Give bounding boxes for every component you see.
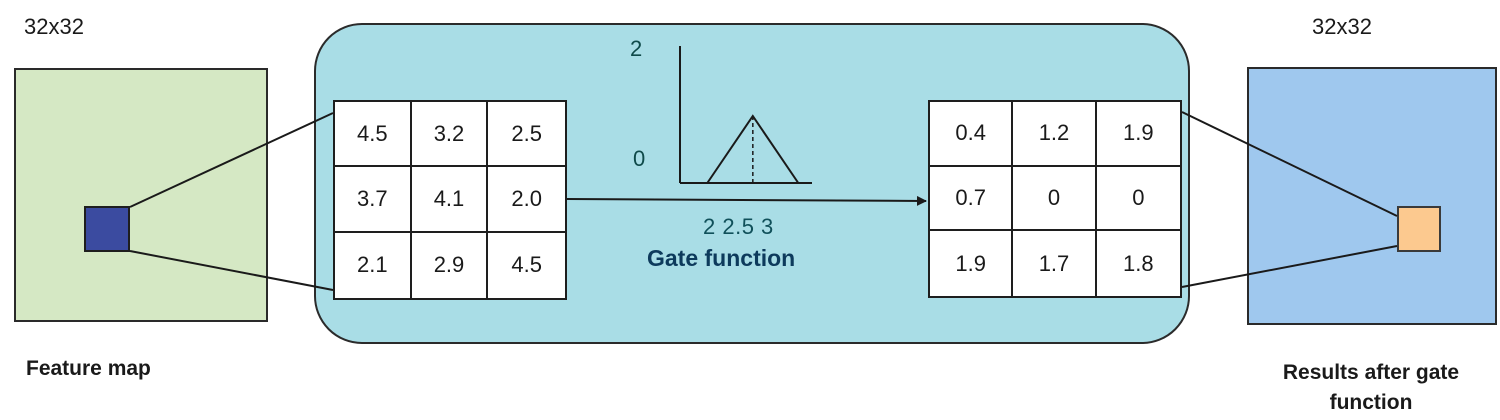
gate-y-top-label: 2 (630, 36, 643, 61)
feature-map-patch (84, 206, 130, 252)
input-cell-r1-c1: 4.5 (335, 102, 412, 168)
input-cell-r2-c3: 2.0 (488, 167, 565, 233)
input-cell-r3-c3: 4.5 (511, 252, 542, 278)
feature-map-caption: Feature map (26, 357, 151, 380)
output-cell-r2-c3: 0 (1096, 167, 1180, 232)
output-cell-r2-c1: 0.7 (930, 166, 1014, 232)
gate-function-title: Gate function (647, 245, 796, 271)
result-map-patch (1397, 206, 1441, 252)
right-zoom-line-bottom (1181, 245, 1398, 288)
right-size-label: 32x32 (1312, 14, 1372, 39)
feature-map (14, 68, 268, 322)
output-cell-r3-c2: 1.7 (1013, 231, 1097, 296)
output-cell-r1-c2: 1.2 (1013, 102, 1097, 167)
result-map (1247, 67, 1497, 325)
right-zoom-line-top (1181, 111, 1398, 217)
output-cell-r1-c1: 0.4 (930, 102, 1014, 167)
left-size-label: 32x32 (24, 14, 84, 39)
gate-y-bottom-label: 0 (633, 146, 646, 171)
gate-x-tick-labels: 2 2.5 3 (703, 214, 774, 239)
output-cell-r2-c2: 0 (1013, 166, 1097, 232)
left-zoom-line-top (129, 112, 334, 208)
input-cell-r2-c1: 3.7 (335, 167, 412, 233)
input-cell-r1-c2: 3.2 (411, 102, 489, 168)
input-cell-r3-c2: 2.9 (412, 232, 489, 298)
input-cell-r1-c3: 2.5 (488, 102, 565, 168)
main-arrow (566, 195, 927, 206)
output-cell-r3-c1: 1.9 (930, 231, 1014, 296)
input-cell-r2-c2: 4.1 (411, 167, 489, 233)
result-map-caption: Results after gate function (1282, 361, 1460, 414)
left-zoom-line-bottom (129, 250, 334, 291)
input-cell-r3-c1: 2.1 (335, 232, 412, 298)
output-cell-r1-c3: 1.9 (1096, 102, 1180, 167)
output-cell-r3-c3: 1.8 (1123, 250, 1154, 276)
